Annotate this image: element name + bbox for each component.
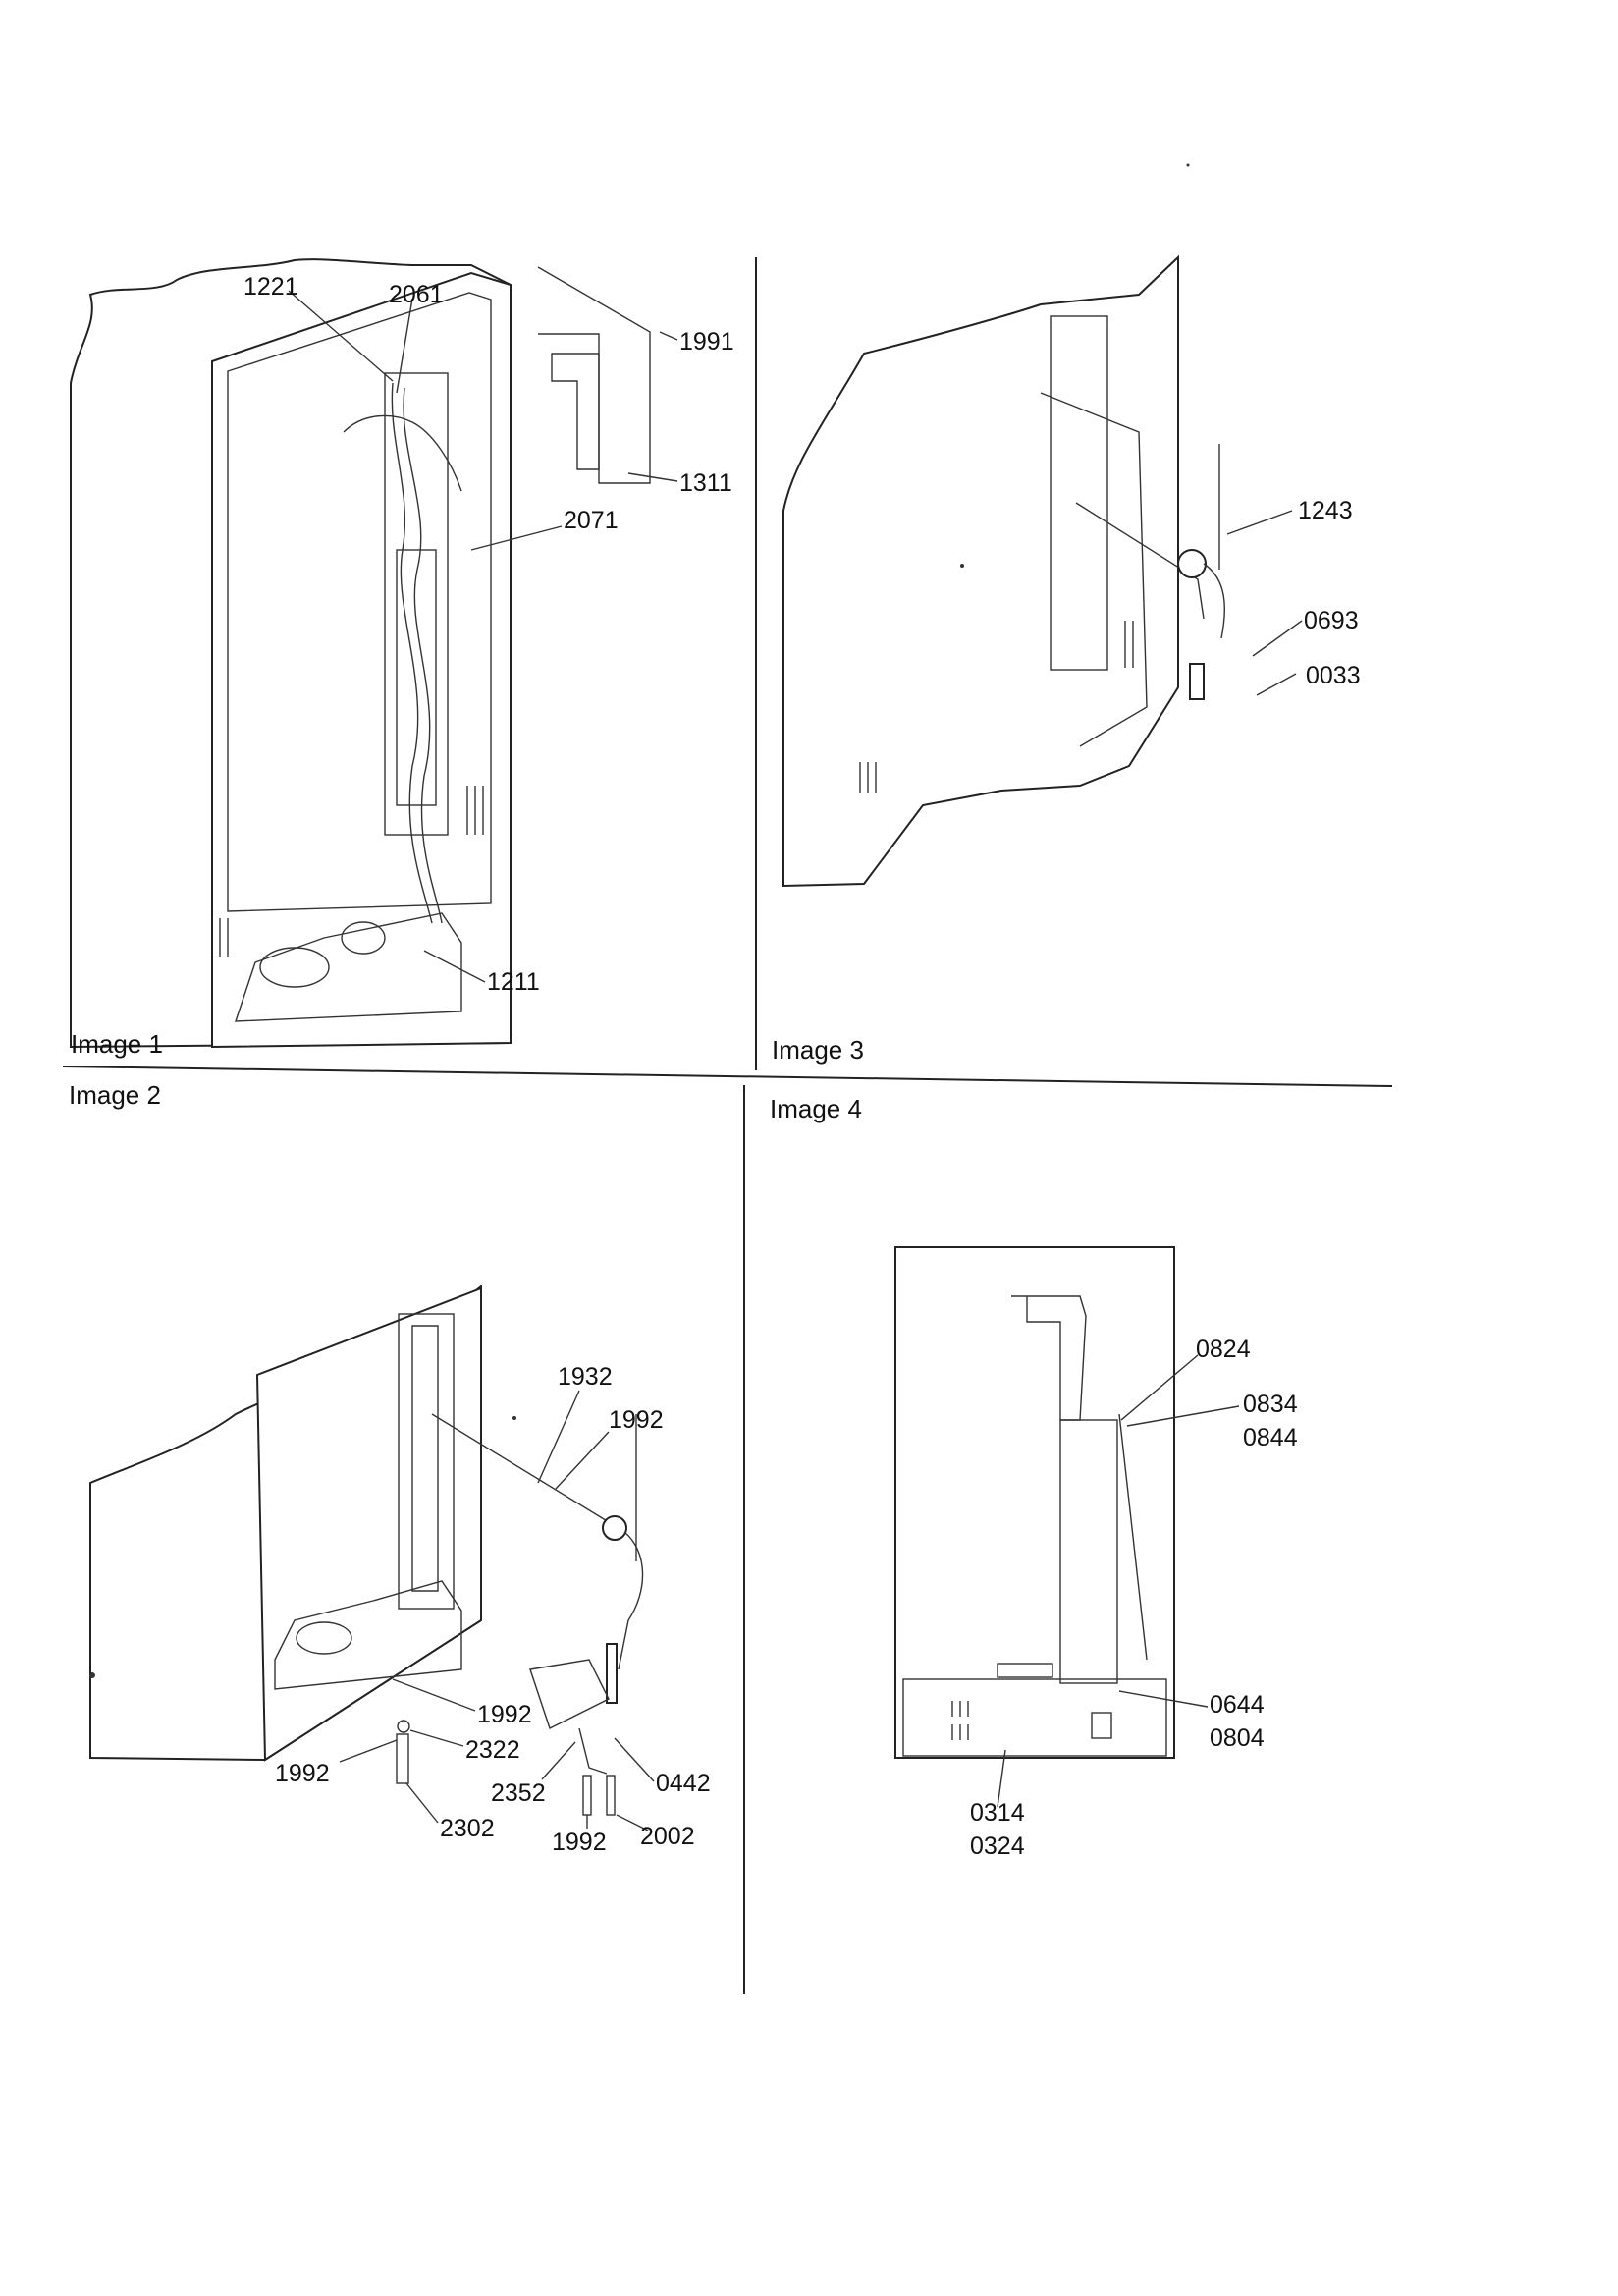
compressor <box>296 1621 352 1655</box>
callout-0844: 0844 <box>1243 1424 1298 1451</box>
label-plate <box>997 1663 1053 1678</box>
panel-dividers <box>62 257 1393 1994</box>
light-socket <box>1177 549 1207 578</box>
evap-cover <box>1059 1419 1118 1684</box>
back-panel-edge <box>1040 392 1148 747</box>
callout-1992-left: 1992 <box>275 1760 330 1787</box>
image-3-labels: 1243 0693 0033 Image 3 <box>772 497 1361 1065</box>
callout-1991: 1991 <box>679 328 734 355</box>
compressor <box>259 947 330 988</box>
caption-image-4: Image 4 <box>770 1094 862 1123</box>
socket <box>602 1515 627 1541</box>
callout-1211: 1211 <box>487 968 540 996</box>
callout-1243: 1243 <box>1298 497 1353 524</box>
grille-slits <box>219 786 484 957</box>
tubing-3 <box>343 414 462 492</box>
image-2-leaders <box>339 1390 655 1831</box>
image-2-drawing <box>89 1284 655 1831</box>
cabinet-back-panel <box>894 1246 1175 1759</box>
cabinet-back <box>255 1286 482 1762</box>
grille-slits <box>951 1701 969 1740</box>
tubing-1 <box>391 382 433 924</box>
caption-image-3: Image 3 <box>772 1035 864 1065</box>
switch <box>1091 1712 1112 1739</box>
callout-2061: 2061 <box>389 281 444 308</box>
evap-cover <box>396 549 437 806</box>
callout-1932: 1932 <box>558 1363 613 1391</box>
callout-1992-mid: 1992 <box>477 1701 532 1728</box>
callout-0314: 0314 <box>970 1799 1025 1827</box>
callout-2071: 2071 <box>564 507 619 534</box>
divider-horizontal <box>62 1066 1393 1087</box>
part-1992-b <box>582 1775 592 1816</box>
heater-wire <box>618 1531 644 1670</box>
callout-1311: 1311 <box>679 469 732 497</box>
tubing-2 <box>403 387 443 924</box>
machine-compartment <box>235 912 462 1022</box>
cabinet-side <box>70 258 512 1049</box>
image-4-leaders <box>997 1354 1240 1808</box>
image-2-labels: 1932 1992 1992 1992 2322 2352 0442 2302 … <box>69 1080 711 1856</box>
terminal-block <box>1189 663 1205 700</box>
callout-0324: 0324 <box>970 1832 1025 1860</box>
evap-channel <box>411 1325 439 1592</box>
drain-heater <box>606 1643 618 1704</box>
callout-1221: 1221 <box>243 273 298 301</box>
back-panel-rim <box>227 292 492 912</box>
image-1-drawing <box>70 258 678 1049</box>
image-3-leaders <box>1226 510 1303 696</box>
caption-image-2: Image 2 <box>69 1080 161 1110</box>
channel <box>384 372 449 836</box>
image-3-drawing <box>782 254 1303 888</box>
callout-0644: 0644 <box>1210 1691 1265 1719</box>
socket-wire <box>1203 563 1225 639</box>
grille-slits <box>859 621 1134 793</box>
callout-0834: 0834 <box>1243 1391 1298 1418</box>
callout-0824: 0824 <box>1196 1336 1251 1363</box>
drain-tube <box>578 1727 608 1775</box>
part-2302 <box>396 1733 409 1784</box>
duct-cover <box>551 353 600 470</box>
callout-0442: 0442 <box>656 1770 711 1797</box>
part-2322 <box>397 1720 410 1733</box>
callout-2002: 2002 <box>640 1823 695 1850</box>
machine-compartment <box>274 1580 462 1690</box>
callout-1992-bottom: 1992 <box>552 1829 607 1856</box>
light-wire <box>1118 1413 1148 1661</box>
scan-specks <box>89 163 1190 1678</box>
caption-image-1: Image 1 <box>71 1029 163 1059</box>
wire-run <box>1075 502 1205 620</box>
part-2002 <box>606 1775 616 1816</box>
callout-1992-top: 1992 <box>609 1406 664 1434</box>
image-1-labels: 1221 2061 1991 1311 2071 1211 Image 1 <box>71 273 734 1059</box>
machine-cover <box>902 1678 1167 1757</box>
callout-2302: 2302 <box>440 1815 495 1842</box>
callout-0033: 0033 <box>1306 662 1361 689</box>
channel <box>398 1313 455 1610</box>
callout-0804: 0804 <box>1210 1724 1265 1752</box>
cabinet-back <box>211 271 512 1049</box>
image-4-labels: 0824 0834 0844 0644 0804 0314 0324 Image… <box>770 1094 1298 1860</box>
cover-1311 <box>537 266 651 484</box>
drain-pan <box>529 1659 610 1729</box>
fan <box>341 921 386 955</box>
wire-run <box>431 1413 610 1523</box>
image-1-leaders <box>288 290 678 983</box>
image-4-drawing <box>894 1246 1240 1808</box>
cabinet-side <box>782 254 1179 888</box>
callout-2322: 2322 <box>465 1736 520 1764</box>
channel <box>1050 315 1108 671</box>
callout-2352: 2352 <box>491 1779 546 1807</box>
callout-0693: 0693 <box>1304 607 1359 634</box>
